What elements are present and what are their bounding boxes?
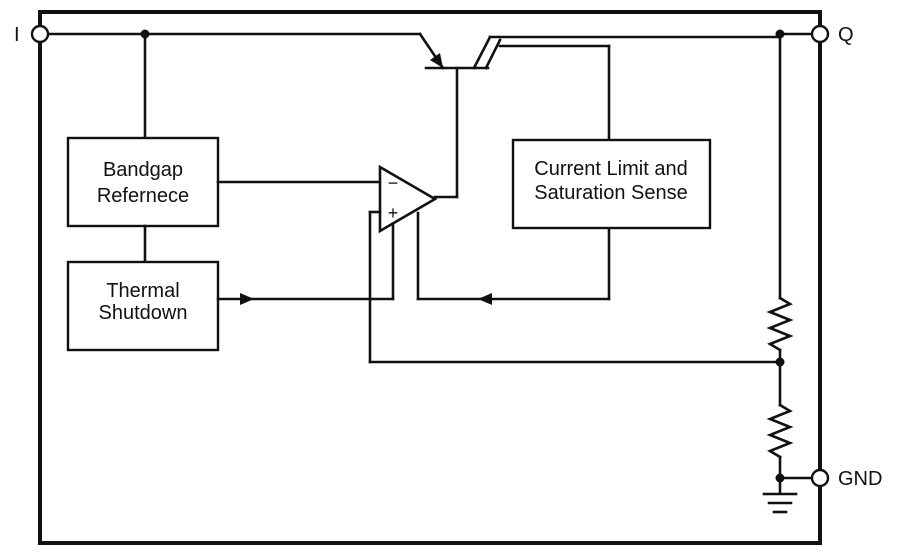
thermal-shutdown-block <box>66 260 220 352</box>
junction-dot <box>140 29 150 39</box>
output-pin-label: Q <box>838 24 854 46</box>
gnd-pin-label: GND <box>838 468 882 490</box>
opamp-minus-sign: − <box>388 173 399 193</box>
opamp-plus-sign: + <box>388 203 399 223</box>
thermal-label-line2: Shutdown <box>99 302 188 324</box>
bandgap-block <box>66 136 220 228</box>
current-limit-block <box>511 138 712 230</box>
bandgap-label-line2: Refernece <box>97 185 189 207</box>
current-limit-label-line1: Current Limit and <box>534 158 687 180</box>
ground-icon <box>762 492 798 514</box>
output-pin <box>810 24 830 44</box>
error-amplifier <box>378 164 438 234</box>
pass-transistor <box>418 32 782 70</box>
input-pin-label: I <box>14 24 20 46</box>
chip-outline <box>38 10 822 545</box>
resistor-lower <box>766 403 794 459</box>
resistor-upper <box>766 296 794 352</box>
input-pin <box>30 24 50 44</box>
arrow-head <box>478 293 492 305</box>
bandgap-label-line1: Bandgap <box>103 159 183 181</box>
current-limit-label-line2: Saturation Sense <box>534 182 687 204</box>
gnd-pin <box>810 468 830 488</box>
arrow-head <box>240 293 254 305</box>
thermal-label-line1: Thermal <box>106 280 179 302</box>
